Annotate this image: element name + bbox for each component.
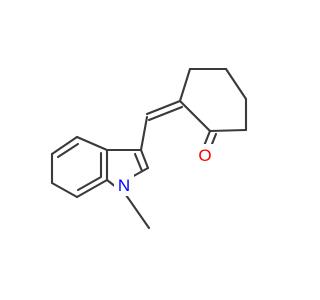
bond-c3-c2 bbox=[139, 148, 150, 170]
nitrogen-atom-label: N bbox=[118, 176, 130, 195]
bond-c4-c5 bbox=[50, 135, 79, 156]
bond-n-methyl bbox=[124, 193, 151, 230]
bond-ring-c5-c6 bbox=[178, 99, 212, 133]
bond-ring-c4-c5 bbox=[208, 128, 248, 133]
bond-ring-c6-c1 bbox=[178, 67, 192, 103]
bond-ch-c3 bbox=[139, 115, 149, 152]
bond-aromatic-inner-1 bbox=[56, 142, 80, 159]
bond-aromatic-inner-2 bbox=[76, 175, 103, 192]
bond-c3-c2-inner bbox=[133, 152, 144, 173]
bond-exo-1 bbox=[145, 99, 182, 116]
structure-canvas: O N bbox=[50, 67, 248, 230]
bond-c7-c7a bbox=[75, 178, 109, 199]
label-backdrop-n bbox=[114, 174, 134, 196]
label-backdrop-o bbox=[195, 144, 215, 166]
bond-c6-c7 bbox=[50, 181, 79, 199]
bond-exo-2 bbox=[147, 105, 184, 122]
bond-c3a-c4 bbox=[75, 135, 109, 152]
bond-carbonyl-1 bbox=[202, 129, 212, 148]
oxygen-atom-label: O bbox=[198, 146, 211, 165]
molecule-structure-diagram: O N bbox=[50, 67, 248, 230]
bond-ring-c2-c3 bbox=[224, 67, 248, 101]
